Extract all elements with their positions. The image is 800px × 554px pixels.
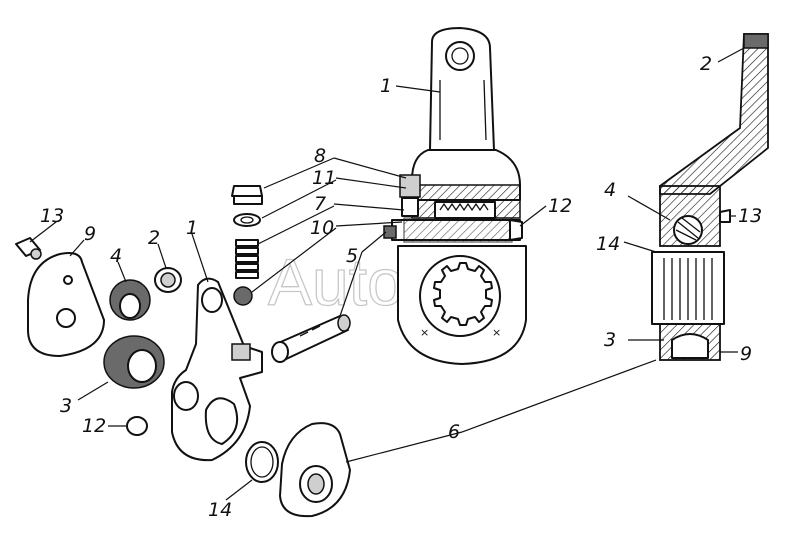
bolt-8 [231, 185, 263, 205]
svg-text:×: × [492, 326, 501, 339]
plug-12 [126, 416, 148, 436]
callout-13-section: 13 [738, 205, 762, 227]
callout-1-lever-top: 1 [380, 75, 392, 97]
callout-14-left: 14 [208, 499, 232, 521]
callout-8: 8 [314, 145, 326, 167]
callout-12-left: 12 [82, 415, 106, 437]
callout-10: 10 [310, 217, 334, 239]
callout-2-left: 2 [148, 227, 160, 249]
leader-lines [29, 47, 745, 501]
callout-7: 7 [314, 193, 326, 215]
seal-ring-14 [245, 441, 279, 483]
cover-plate-9 [27, 252, 105, 357]
needle-bearing-4 [109, 279, 151, 321]
callout-1-lever-body: 1 [186, 217, 198, 239]
callout-9-section: 9 [740, 343, 752, 365]
callout-11: 11 [312, 167, 336, 189]
callout-labels: 1 2 8 11 7 10 5 12 4 13 14 3 9 13 9 4 2 … [40, 53, 762, 521]
callout-9-left: 9 [84, 223, 96, 245]
callout-4-section: 4 [604, 179, 616, 201]
callout-14-section: 14 [596, 233, 620, 255]
callout-2-arm: 2 [700, 53, 712, 75]
callout-13-left: 13 [40, 205, 64, 227]
callout-3-left: 3 [60, 395, 72, 417]
worm-gear-3 [103, 335, 165, 389]
lever-body-1 [171, 277, 263, 462]
callout-4-left: 4 [110, 245, 122, 267]
bushing-2 [154, 267, 182, 293]
svg-text:×: × [420, 326, 429, 339]
cover-plate-6 [279, 422, 351, 518]
callout-6: 6 [448, 421, 460, 443]
ball-10 [233, 286, 253, 306]
callout-5: 5 [346, 245, 358, 267]
spring-7 [235, 239, 259, 279]
grease-fitting-13-left [15, 237, 42, 260]
callout-3-section: 3 [604, 329, 616, 351]
worm-shaft-5 [271, 314, 351, 363]
callout-12-right: 12 [548, 195, 572, 217]
cross-section-view [651, 33, 769, 361]
washer-11 [233, 213, 261, 227]
brake-lever-assembly: × × [383, 27, 527, 365]
